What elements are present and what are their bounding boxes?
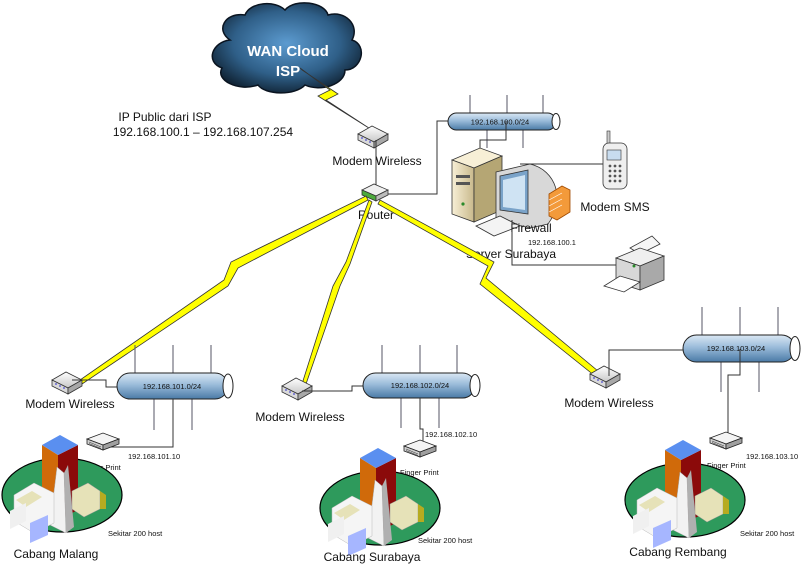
- cloud-title: WAN Cloud: [247, 43, 329, 60]
- surabaya-fingerprint-ip: 192.168.102.10: [425, 430, 477, 439]
- core-modem-icon: [357, 125, 389, 149]
- ip-public-range: 192.168.100.1 – 192.168.107.254: [113, 125, 293, 139]
- sms-modem-label: Modem SMS: [580, 200, 649, 214]
- malang-branch-name: Cabang Malang: [14, 547, 99, 561]
- rembang-fingerprint-icon: [709, 431, 743, 450]
- wireless-link-isp: [299, 67, 373, 131]
- server-ip: 192.168.100.1: [528, 238, 576, 247]
- wan-cloud: WAN Cloud ISP: [211, 2, 363, 94]
- rembang-fingerprint-label: Finger Print: [707, 461, 747, 470]
- router-icon: [361, 183, 389, 202]
- branch-malang: Modem Wireless 192.168.101.0/24 192.168.…: [1, 345, 234, 561]
- core-modem-label: Modem Wireless: [332, 154, 421, 168]
- rembang-fingerprint-ip: 192.168.103.10: [746, 452, 798, 461]
- malang-modem-icon: [51, 371, 83, 395]
- wireless-link-malang: [79, 195, 369, 385]
- firewall-label: Firewall: [510, 221, 551, 235]
- rembang-modem-label: Modem Wireless: [564, 396, 653, 410]
- server-icon: [450, 147, 558, 237]
- printer-icon: [603, 235, 666, 293]
- core-network-label: 192.168.100.0/24: [471, 118, 529, 127]
- rembang-branch-name: Cabang Rembang: [629, 545, 726, 559]
- malang-network-label: 192.168.101.0/24: [143, 382, 201, 391]
- rembang-hosts: Sekitar 200 host: [740, 529, 795, 538]
- branch-surabaya: Modem Wireless 192.168.102.0/24 192.168.…: [255, 345, 481, 564]
- surabaya-fingerprint-label: Finger Print: [400, 468, 440, 477]
- cloud-subtitle: ISP: [276, 63, 300, 80]
- server-label: Server Surabaya: [466, 247, 556, 261]
- surabaya-network-label: 192.168.102.0/24: [391, 381, 449, 390]
- surabaya-modem-label: Modem Wireless: [255, 410, 344, 424]
- sms-modem-icon: [602, 130, 628, 190]
- malang-modem-label: Modem Wireless: [25, 397, 114, 411]
- firewall-icon: [548, 185, 571, 221]
- surabaya-modem-icon: [281, 377, 313, 401]
- branch-rembang: Modem Wireless 192.168.103.0/24 192.168.…: [564, 307, 801, 559]
- malang-branch-building-icon: [1, 434, 123, 544]
- rembang-branch-building-icon: [624, 439, 746, 549]
- surabaya-fingerprint-icon: [403, 439, 437, 458]
- surabaya-branch-name: Cabang Surabaya: [324, 550, 421, 564]
- surabaya-hosts: Sekitar 200 host: [418, 536, 473, 545]
- malang-fingerprint-ip: 192.168.101.10: [128, 452, 180, 461]
- core-network-bus: 192.168.100.0/24: [447, 95, 561, 148]
- rembang-network-label: 192.168.103.0/24: [707, 344, 765, 353]
- ip-public-title: IP Public dari ISP: [118, 110, 211, 124]
- malang-hosts: Sekitar 200 host: [108, 529, 163, 538]
